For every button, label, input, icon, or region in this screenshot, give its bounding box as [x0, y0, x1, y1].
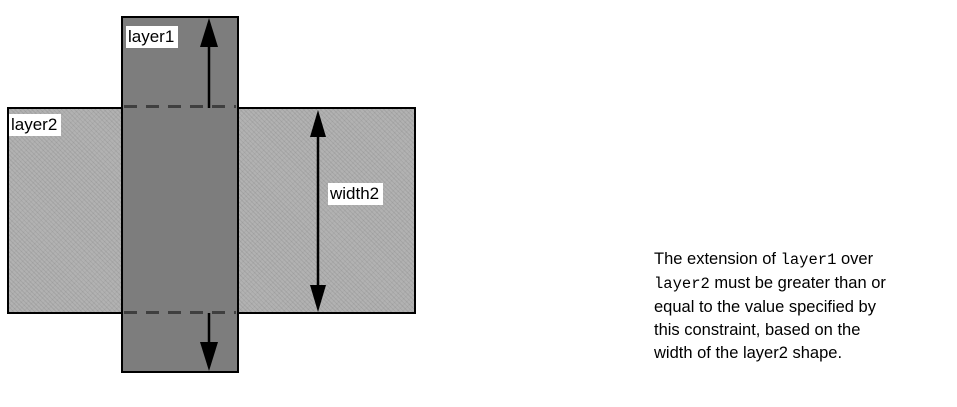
layer1-label: layer1	[126, 26, 179, 48]
caption-text: this constraint, based on the	[654, 321, 861, 339]
layer1-shape	[121, 16, 239, 373]
caption-line: this constraint, based on the	[654, 319, 957, 342]
layer2-bottom-edge-dashed-line	[124, 311, 236, 314]
caption-line: width of the layer2 shape.	[654, 342, 957, 365]
constraint-description: The extension of layer1 over layer2 must…	[654, 248, 957, 365]
caption-line: equal to the value specified by	[654, 296, 957, 319]
caption-code-layer1: layer1	[780, 251, 837, 269]
caption-text: width of the layer2 shape.	[654, 344, 843, 362]
width2-label: width2	[328, 183, 384, 205]
layer2-label: layer2	[9, 114, 62, 136]
caption-text: over	[836, 250, 874, 268]
layer2-top-edge-dashed-line	[124, 105, 236, 108]
caption-line: The extension of layer1 over	[654, 248, 957, 272]
caption-line: layer2 must be greater than or	[654, 272, 957, 296]
caption-text: equal to the value specified by	[654, 298, 876, 316]
caption-code-layer2: layer2	[654, 275, 710, 293]
caption-text: must be greater than or	[709, 274, 886, 292]
caption-text: The extension of	[654, 250, 781, 268]
